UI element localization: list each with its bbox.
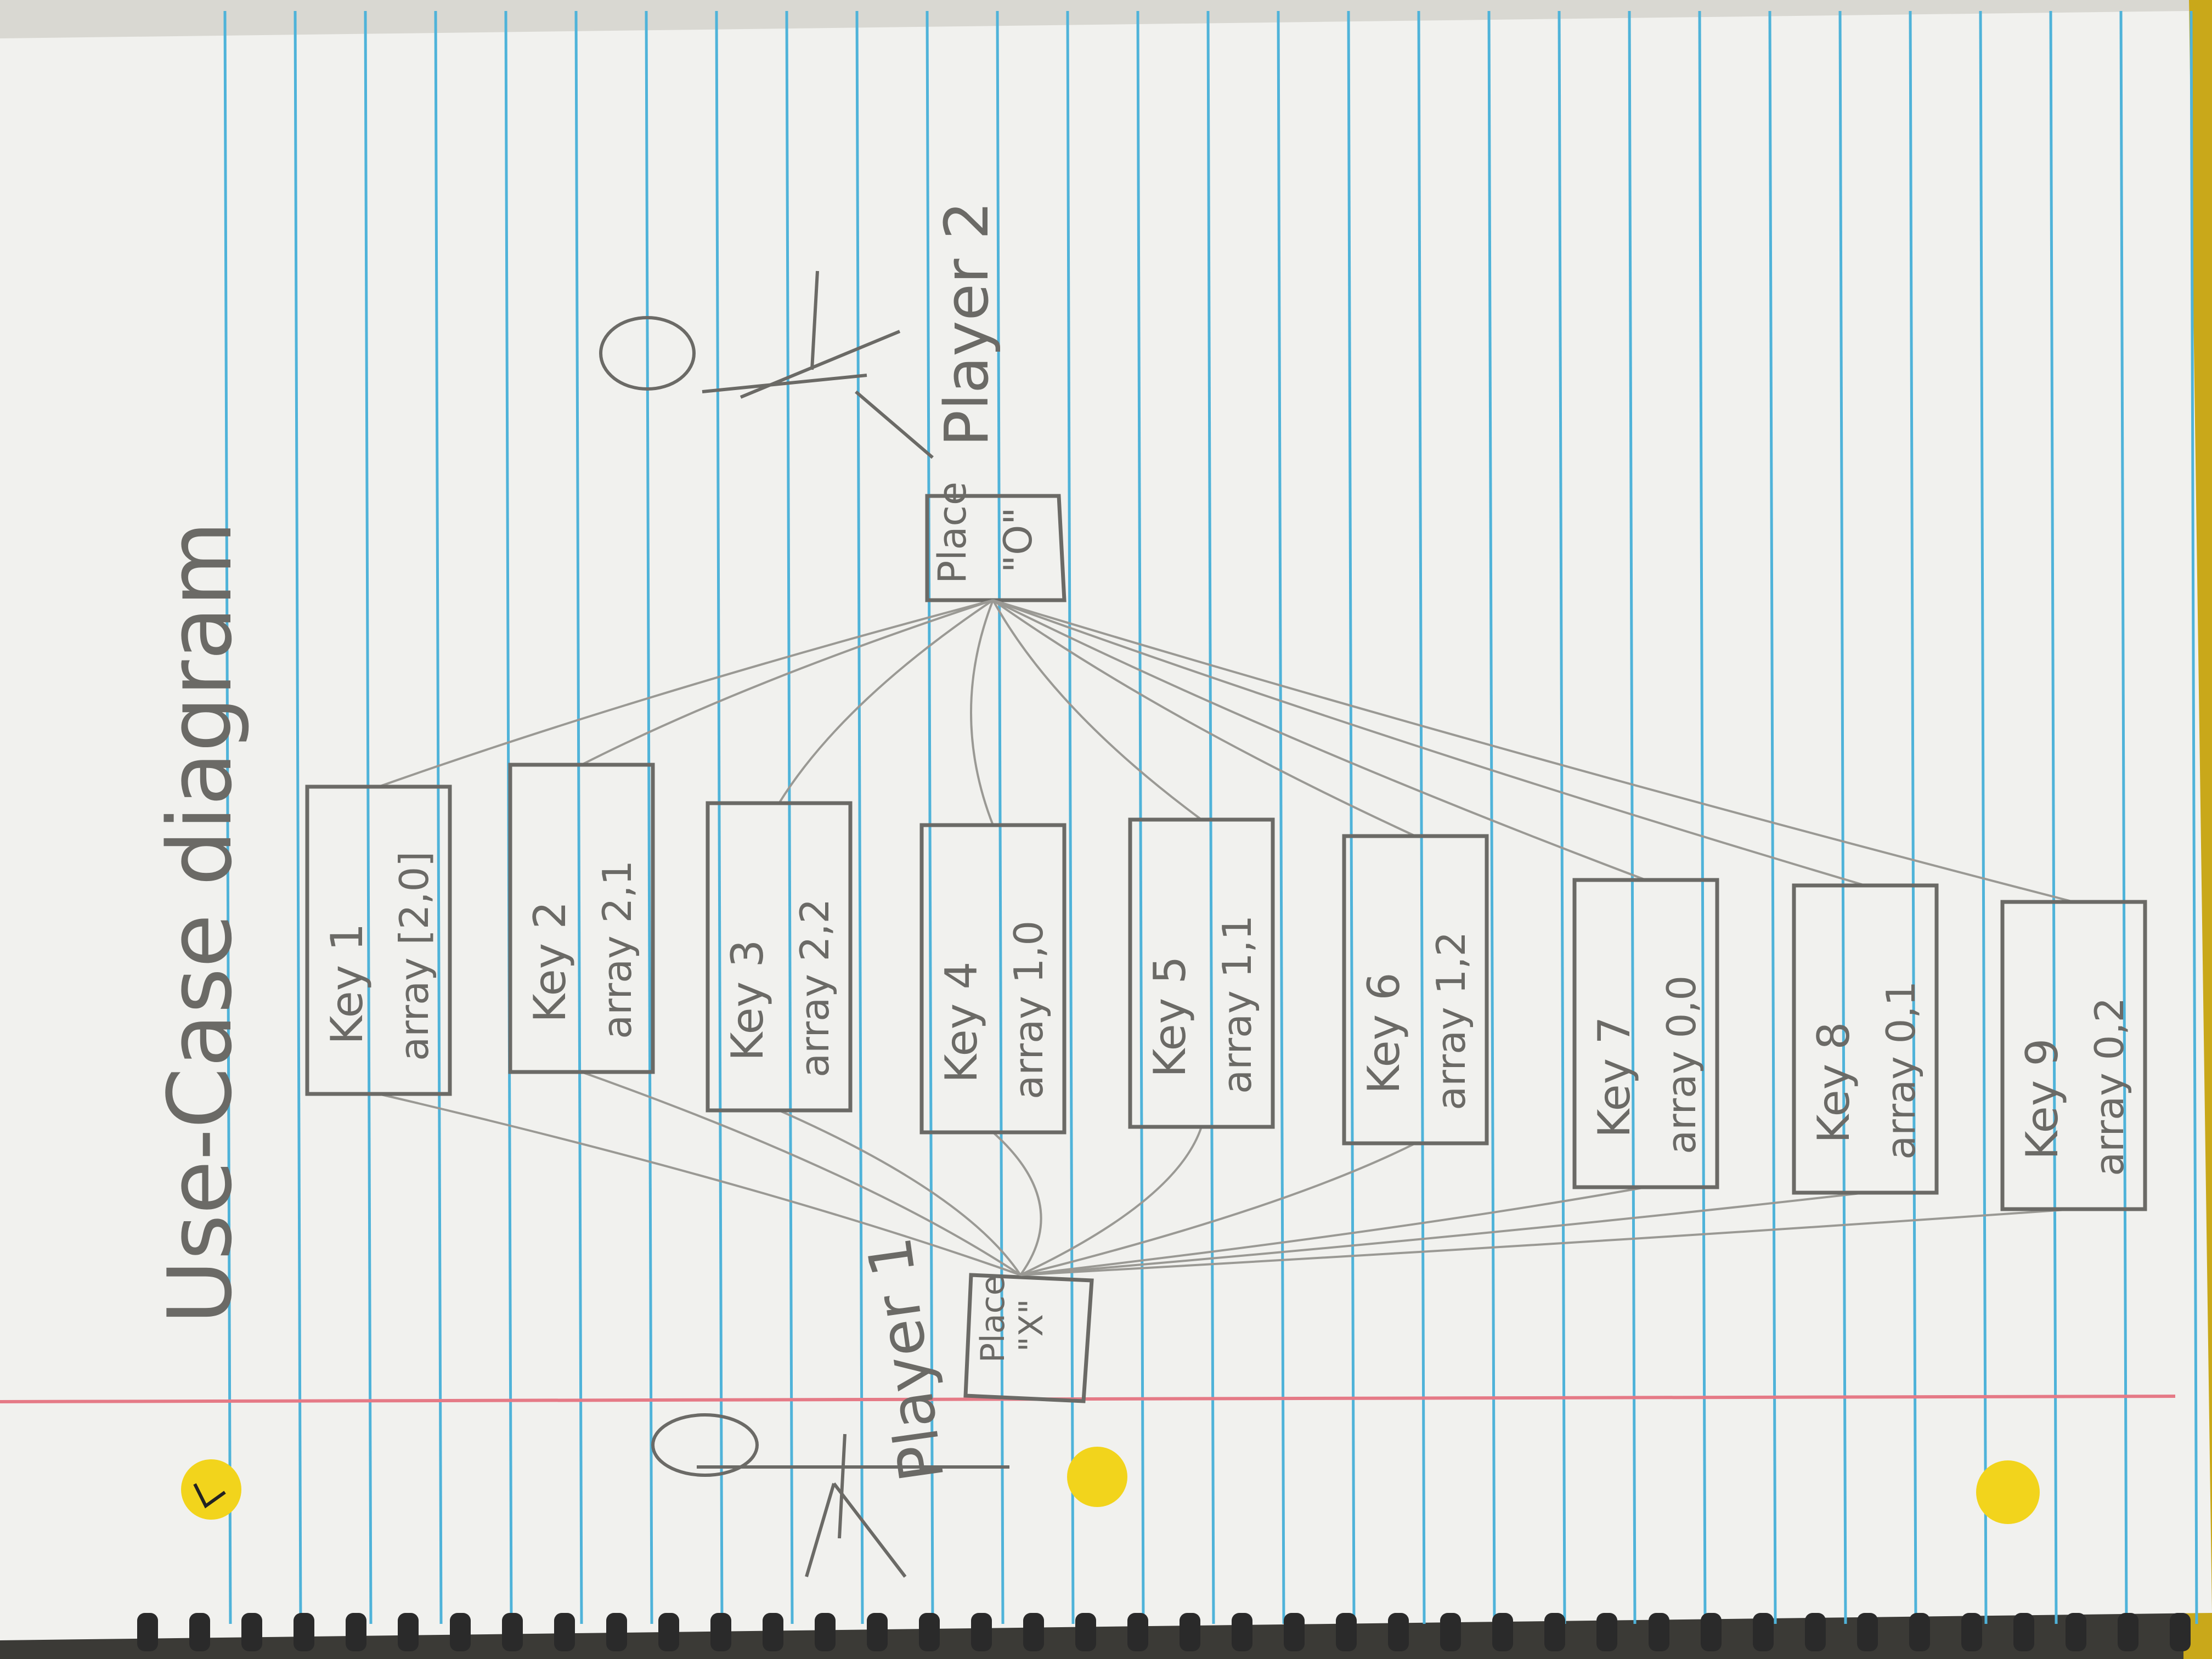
connection-lines xyxy=(378,599,2074,1276)
key-box-8: Key 8 array 0,1 xyxy=(1792,883,1939,1195)
key-label: Key 7 xyxy=(1589,1017,1640,1138)
array-label: array 1,2 xyxy=(1428,932,1474,1110)
array-label: array 0,2 xyxy=(2086,997,2132,1176)
key-label: Key 5 xyxy=(1144,956,1195,1077)
array-label: array 1,0 xyxy=(1006,921,1052,1099)
array-label: array 1,1 xyxy=(1214,915,1260,1094)
key-box-1: Key 1 array [2,0] xyxy=(305,785,452,1096)
array-label: array 0,1 xyxy=(1878,981,1924,1160)
key-label: Key 4 xyxy=(936,962,987,1083)
punch-holes xyxy=(181,1447,2040,1524)
rule-lines xyxy=(223,10,2198,1624)
key-box-9: Key 9 array 0,2 xyxy=(2000,900,2147,1211)
place-o-line1: Place xyxy=(930,482,975,584)
key-box-4: Key 4 array 1,0 xyxy=(919,823,1066,1135)
player2-label: Player 2 xyxy=(932,201,1002,447)
key-box-7: Key 7 array 0,0 xyxy=(1572,878,1719,1189)
array-label: array [2,0] xyxy=(391,851,437,1061)
key-label: Key 6 xyxy=(1358,973,1409,1094)
key-box-3: Key 3 array 2,2 xyxy=(706,801,853,1113)
player1-figure xyxy=(651,1413,1009,1578)
array-label: array 2,2 xyxy=(792,899,838,1077)
key-box-5: Key 5 array 1,1 xyxy=(1128,817,1275,1129)
margin-line xyxy=(0,1395,2176,1403)
place-o-box: Place "O" xyxy=(925,482,1066,602)
array-label: array 2,1 xyxy=(594,860,640,1039)
key-label: Key 3 xyxy=(722,940,773,1061)
player2-figure xyxy=(599,270,934,459)
array-label: array 0,0 xyxy=(1658,975,1705,1154)
place-x-line2: "X" xyxy=(1012,1299,1051,1352)
key-box-2: Key 2 array 2,1 xyxy=(508,763,655,1074)
key-box-6: Key 6 array 1,2 xyxy=(1342,834,1489,1146)
place-x-box: Place "X" xyxy=(963,1273,1094,1403)
place-x-line1: Place xyxy=(974,1275,1012,1363)
key-label: Key 9 xyxy=(2017,1039,2068,1160)
diagram-title: Use-Case diagram xyxy=(149,521,251,1324)
key-label: Key 2 xyxy=(524,901,575,1023)
spiral-binding xyxy=(137,1613,2191,1651)
place-o-line2: "O" xyxy=(996,507,1041,573)
key-label: Key 1 xyxy=(321,923,373,1045)
key-label: Key 8 xyxy=(1808,1022,1859,1143)
